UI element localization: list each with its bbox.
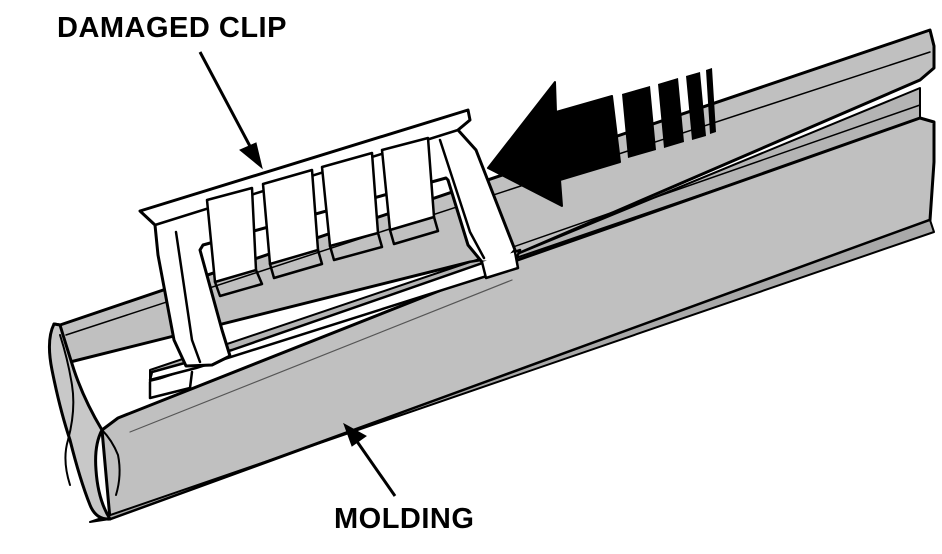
damaged-clip: [138, 108, 522, 400]
molding-highlight-line: [469, 104, 921, 263]
molding-end-lip: [101, 429, 121, 496]
arrow-head: [487, 81, 621, 207]
arrow-tail-stripe: [658, 78, 684, 148]
clip-window-ledge: [213, 268, 264, 298]
molding-leader-arrowhead: [343, 422, 367, 447]
clip-window: [205, 186, 258, 284]
molding-label: MOLDING: [334, 503, 475, 535]
clip-window-ledge: [268, 248, 324, 280]
clip-window-ledge: [388, 215, 440, 246]
clip-foot-tab: [148, 370, 194, 400]
arrow-left-icon: [487, 68, 716, 207]
clip-window: [320, 151, 380, 248]
clip-leader-arrowhead: [239, 142, 263, 170]
molding-underside: [89, 219, 935, 523]
clip-window-ledge: [328, 231, 384, 262]
clip-left-leg-detail: [174, 230, 202, 364]
molding-curled-end: [47, 322, 112, 521]
clip-base-strip: [148, 248, 522, 382]
arrow-tail-stripe: [706, 68, 716, 134]
clip-foot-tab: [480, 250, 520, 280]
molding-end-curl-detail: [59, 334, 75, 486]
clip-leader-line: [198, 51, 254, 151]
molding-leader-line: [354, 439, 397, 497]
clip-window: [261, 168, 320, 266]
arrow-tail-stripe: [622, 86, 656, 158]
damaged-clip-label: DAMAGED CLIP: [57, 12, 287, 44]
clip-window: [380, 136, 436, 232]
molding-highlight-line: [129, 279, 513, 433]
arrow-tail-stripe: [686, 72, 706, 140]
leader-lines: [198, 51, 397, 497]
clip-right-leg-detail: [438, 138, 486, 260]
